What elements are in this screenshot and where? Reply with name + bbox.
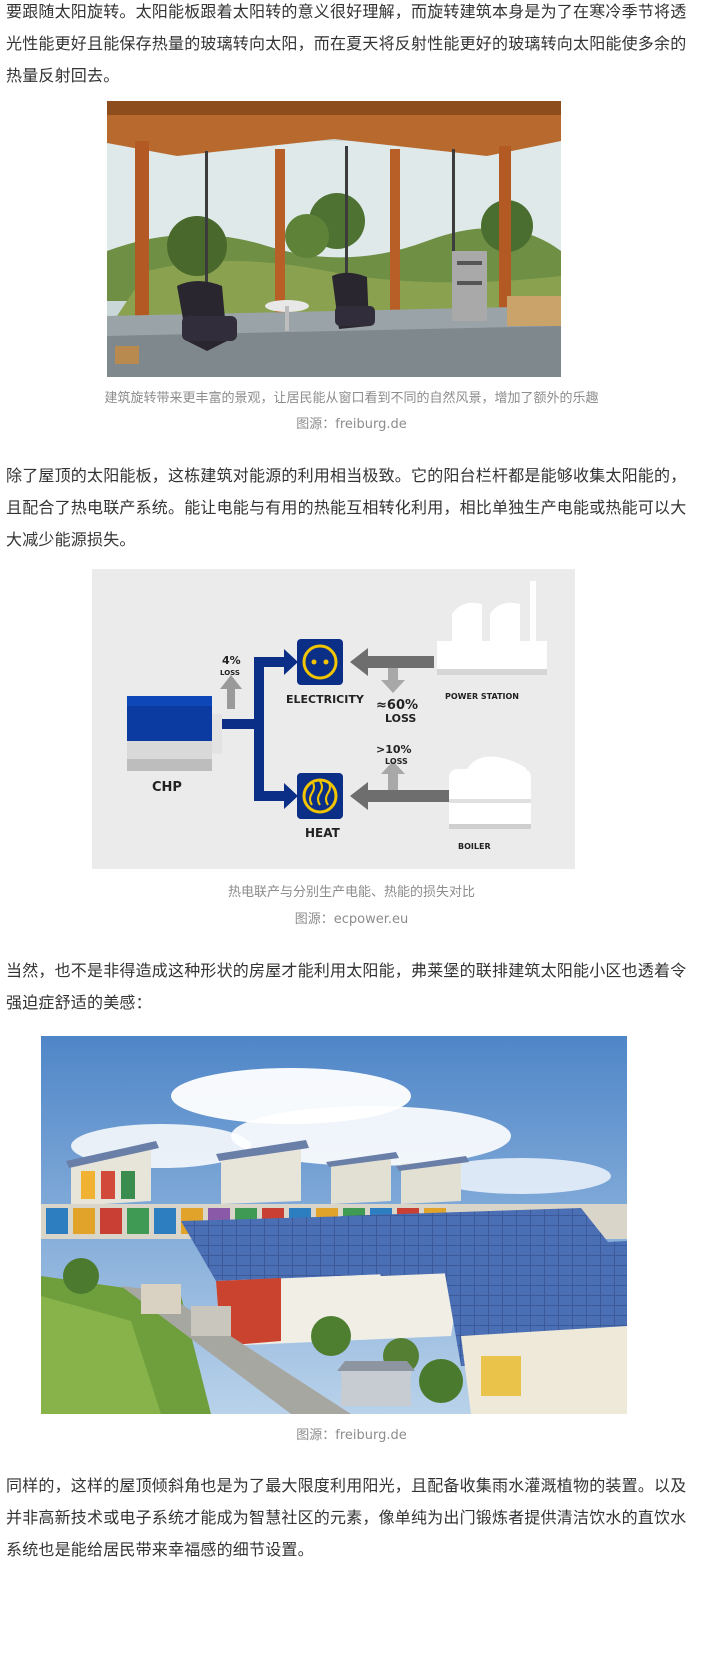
chp-unit-icon: [127, 696, 222, 771]
electricity-icon: [297, 639, 343, 685]
figure-1-caption: 建筑旋转带来更丰富的景观，让居民能从窗口看到不同的自然风景，增加了额外的乐趣: [104, 391, 599, 406]
figure-3-credit: 图源：freiburg.de: [296, 1428, 407, 1443]
heat-icon: [297, 773, 343, 819]
electricity-loss-word: LOSS: [385, 712, 416, 725]
paragraph-roof-angle: 同样的，这样的屋顶倾斜角也是为了最大限度利用阳光，且配备收集雨水灌溉植物的装置。…: [6, 1476, 687, 1559]
chp-loss-word: LOSS: [220, 669, 240, 677]
solar-settlement-photo: [41, 1036, 627, 1414]
heat-loss-word: LOSS: [385, 757, 408, 766]
heat-loss-percent: >10%: [376, 743, 412, 756]
chp-loss-percent: 4%: [222, 654, 241, 667]
heat-label: HEAT: [305, 826, 341, 840]
boiler-icon: [449, 756, 531, 829]
paragraph-rotation: 要跟随太阳旋转。太阳能板跟着太阳转的意义很好理解，而旋转建筑本身是为了在寒冷季节…: [6, 2, 687, 85]
figure-2-caption: 热电联产与分别生产电能、热能的损失对比: [227, 885, 475, 900]
chp-label: CHP: [152, 780, 182, 795]
power-station-label: POWER STATION: [445, 692, 519, 701]
electricity-loss-percent: ≈60%: [376, 698, 418, 713]
chp-loss-diagram: CHP 4% LOSS ELECTRICITY HEAT: [92, 569, 575, 869]
power-station-icon: [437, 581, 547, 675]
paragraph-energy: 除了屋顶的太阳能板，这栋建筑对能源的利用相当极致。它的阳台栏杆都是能够收集太阳能…: [6, 466, 687, 549]
figure-1-credit: 图源：freiburg.de: [296, 417, 407, 432]
figure-2-credit: 图源：ecpower.eu: [294, 912, 409, 927]
boiler-label: BOILER: [458, 842, 491, 851]
paragraph-row-houses: 当然，也不是非得造成这种形状的房屋才能利用太阳能，弗莱堡的联排建筑太阳能小区也透…: [6, 961, 687, 1012]
electricity-label: ELECTRICITY: [286, 693, 365, 706]
rotating-house-interior-photo: [107, 101, 561, 377]
